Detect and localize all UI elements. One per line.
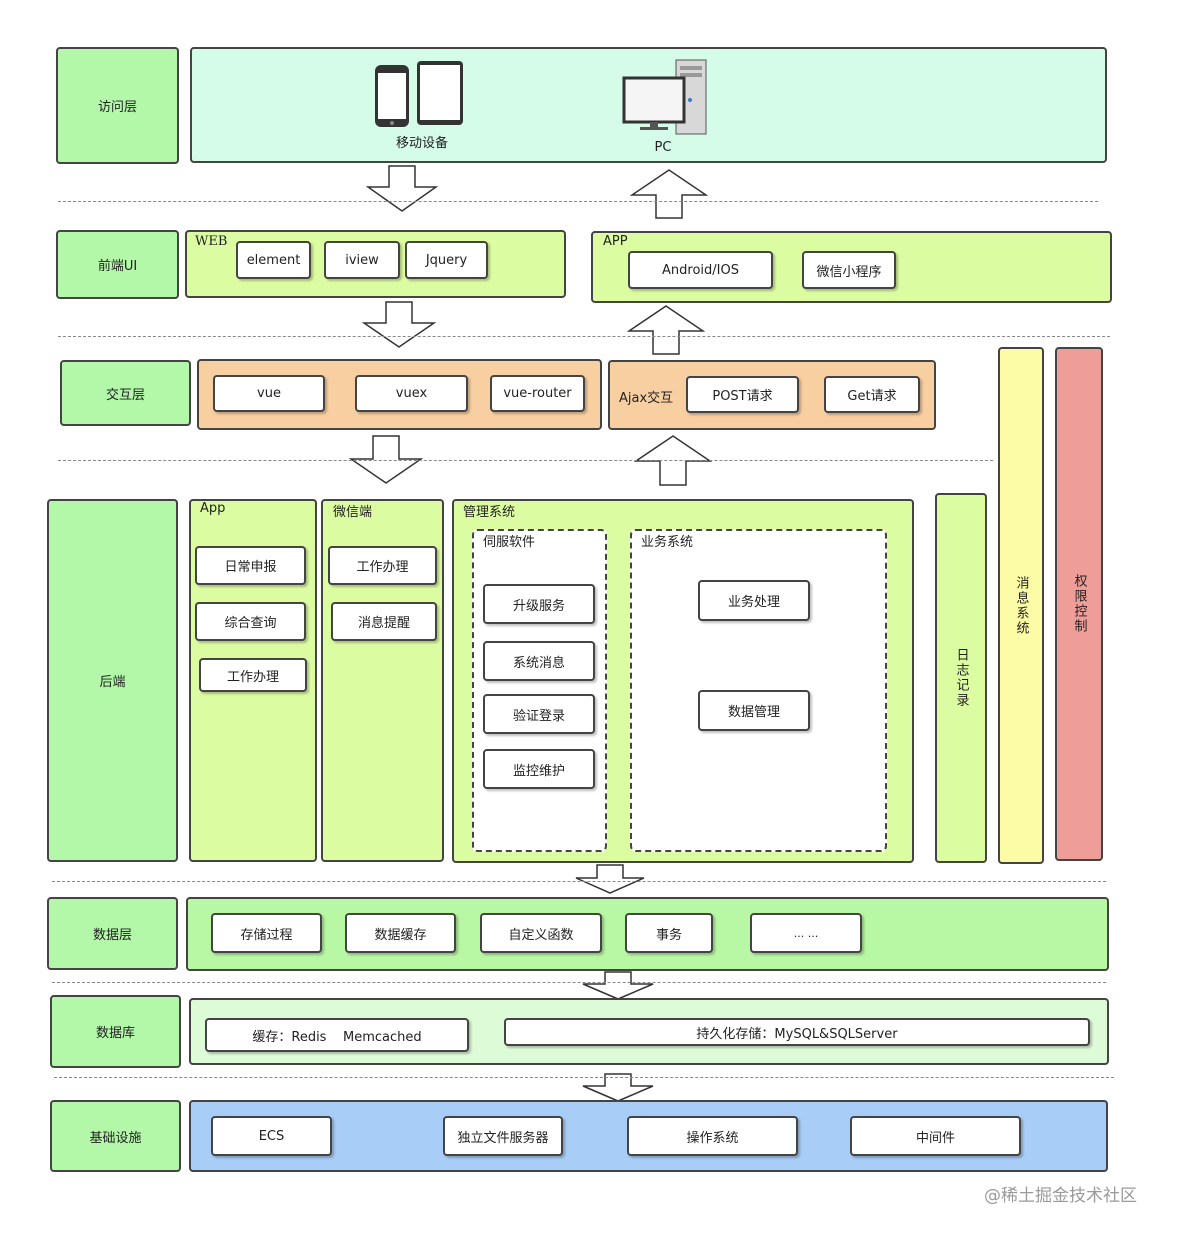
vue-router-button: vue-router bbox=[490, 375, 585, 412]
wechat-work-handling-button: 工作办理 bbox=[328, 546, 437, 585]
business-processing-button: 业务处理 bbox=[698, 580, 810, 621]
pc-icon bbox=[620, 58, 710, 136]
dashed-divider bbox=[54, 1077, 1114, 1078]
dashed-divider bbox=[58, 460, 993, 461]
watermark: @稀土掘金技术社区 bbox=[984, 1186, 1137, 1206]
down-arrow-icon bbox=[362, 301, 436, 348]
get-request-button: Get请求 bbox=[824, 376, 920, 413]
ecs-button: ECS bbox=[211, 1116, 332, 1156]
monitor-maintain-button: 监控维护 bbox=[483, 749, 595, 789]
down-arrow-icon bbox=[575, 864, 645, 894]
down-arrow-icon bbox=[349, 435, 423, 484]
dashed-divider bbox=[58, 336, 1110, 337]
layer-label-text: 后端 bbox=[99, 675, 126, 690]
daily-report-button: 日常申报 bbox=[195, 546, 306, 585]
backend-app-title: App bbox=[200, 501, 226, 516]
message-reminder-button: 消息提醒 bbox=[331, 602, 437, 641]
layer-label-access: 访问层 bbox=[56, 47, 179, 164]
layer-label-text: 交互层 bbox=[105, 387, 145, 403]
android-ios-button: Android/IOS bbox=[628, 251, 773, 289]
up-arrow-icon bbox=[627, 305, 705, 355]
iview-button: iview bbox=[324, 241, 400, 279]
work-handling-button: 工作办理 bbox=[199, 658, 307, 692]
vue-button: vue bbox=[213, 375, 325, 412]
permission-control-column: 权限控制 bbox=[1055, 347, 1103, 861]
layer-label-text: 访问层 bbox=[97, 100, 137, 115]
stored-procedure-button: 存储过程 bbox=[211, 913, 322, 953]
vuex-button: vuex bbox=[355, 375, 468, 412]
log-record-column: 日志记录 bbox=[935, 493, 987, 863]
upgrade-service-button: 升级服务 bbox=[483, 584, 595, 624]
file-server-button: 独立文件服务器 bbox=[443, 1116, 563, 1156]
up-arrow-icon bbox=[630, 169, 708, 219]
verify-login-button: 验证登录 bbox=[483, 694, 595, 734]
app-title: APP bbox=[603, 234, 628, 249]
more-items-button: ... ... bbox=[750, 913, 862, 953]
dashed-divider bbox=[58, 201, 1098, 202]
custom-function-button: 自定义函数 bbox=[480, 913, 602, 953]
data-management-button: 数据管理 bbox=[698, 690, 810, 731]
log-record-label: 日志记录 bbox=[953, 648, 969, 708]
jquery-button: Jquery bbox=[405, 241, 488, 279]
servo-software-title: 伺服软件 bbox=[483, 535, 536, 550]
down-arrow-icon bbox=[582, 971, 654, 1000]
comprehensive-query-button: 综合查询 bbox=[195, 602, 306, 641]
system-message-button: 系统消息 bbox=[483, 641, 595, 681]
mobile-device-icon bbox=[372, 60, 467, 130]
dashed-divider bbox=[52, 982, 1106, 983]
layer-label-text: 数据库 bbox=[95, 1026, 135, 1041]
persistent-storage-button: 持久化存储：MySQL&SQLServer bbox=[504, 1018, 1090, 1046]
cache-redis-button: 缓存：Redis Memcached bbox=[205, 1018, 469, 1052]
down-arrow-icon bbox=[582, 1073, 654, 1102]
layer-label-database: 数据库 bbox=[50, 995, 181, 1068]
layer-label-frontend: 前端UI bbox=[56, 230, 179, 299]
layer-label-text: 前端UI bbox=[97, 259, 138, 274]
data-cache-button: 数据缓存 bbox=[345, 913, 456, 953]
layer-label-interaction: 交互层 bbox=[60, 360, 191, 426]
pc-label: PC bbox=[654, 140, 672, 155]
post-request-button: POST请求 bbox=[686, 376, 799, 413]
layer-label-data: 数据层 bbox=[47, 897, 178, 970]
operating-system-button: 操作系统 bbox=[627, 1116, 798, 1156]
business-system-title: 业务系统 bbox=[641, 535, 694, 550]
middleware-button: 中间件 bbox=[850, 1116, 1021, 1156]
wechat-miniprogram-button: 微信小程序 bbox=[802, 251, 896, 289]
layer-label-backend: 后端 bbox=[47, 499, 178, 862]
ajax-label: Ajax交互 bbox=[619, 391, 674, 406]
dashed-divider bbox=[52, 881, 1106, 882]
message-system-label: 消息系统 bbox=[1013, 575, 1029, 636]
permission-control-label: 权限控制 bbox=[1071, 574, 1087, 634]
servo-software-box: 伺服软件 bbox=[472, 529, 607, 852]
layer-label-text: 数据层 bbox=[92, 928, 132, 943]
transaction-button: 事务 bbox=[625, 913, 713, 953]
backend-wechat-title: 微信端 bbox=[333, 505, 373, 520]
layer-label-text: 基础设施 bbox=[89, 1130, 142, 1146]
management-system-title: 管理系统 bbox=[463, 505, 516, 520]
down-arrow-icon bbox=[366, 165, 438, 212]
web-title: WEB bbox=[195, 234, 228, 249]
layer-label-infra: 基础设施 bbox=[50, 1100, 181, 1172]
message-system-column: 消息系统 bbox=[998, 347, 1044, 864]
mobile-device-label: 移动设备 bbox=[395, 136, 448, 151]
element-button: element bbox=[236, 241, 311, 279]
